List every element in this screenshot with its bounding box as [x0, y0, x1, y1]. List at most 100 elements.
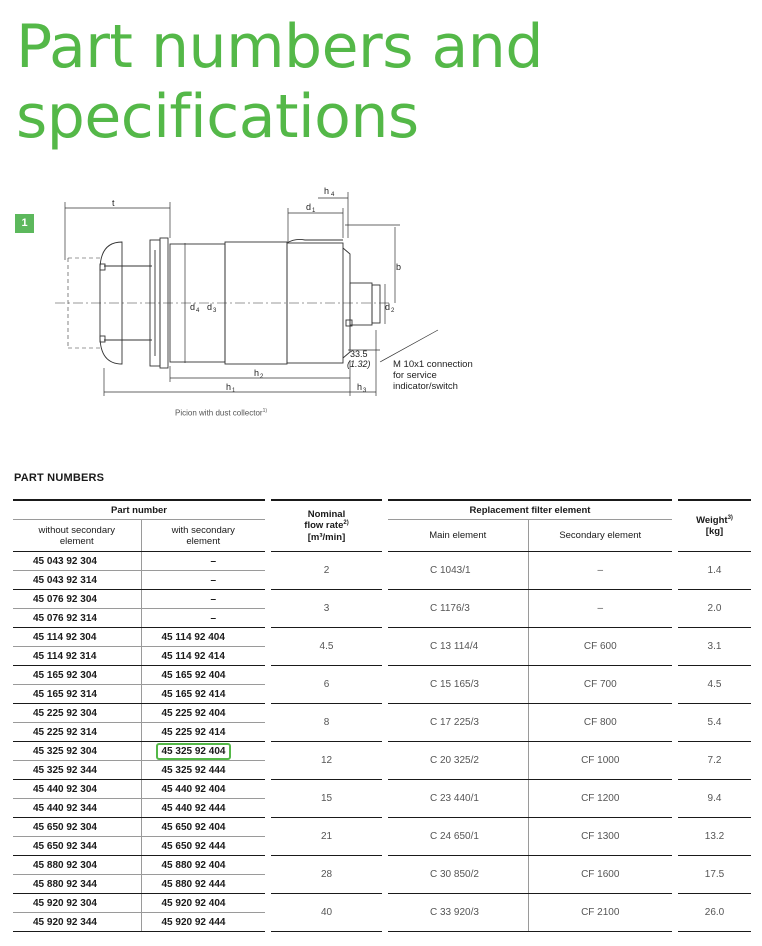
label-h1-sub: 1 — [232, 388, 236, 394]
header-flow-sup: 2) — [343, 520, 349, 527]
header-flow-rate: Nominal flow rate2) [m³/min] — [265, 499, 385, 552]
main-element-cell: C 23 440/1 — [382, 779, 528, 818]
flow-rate-cell: 4.5 — [265, 627, 385, 666]
part-number-text: 45 920 92 304 — [33, 897, 97, 909]
part-number-text: 45 920 92 404 — [161, 897, 226, 909]
weight-cell: 4.5 — [672, 665, 751, 704]
label-d3: d — [207, 302, 212, 312]
secondary-element-cell: CF 2100 — [527, 893, 675, 932]
label-h4-sub: 4 — [331, 192, 335, 198]
main-element-cell: C 20 325/2 — [382, 741, 528, 780]
part-number-without-secondary: 45 114 92 314 — [13, 646, 141, 666]
header-without-2: element — [59, 535, 94, 547]
part-number-with-secondary: 45 165 92 404 — [140, 665, 268, 685]
part-number-without-secondary: 45 440 92 344 — [13, 798, 141, 818]
secondary-element-cell: CF 700 — [527, 665, 675, 704]
label-d2-sub: 2 — [391, 308, 395, 314]
part-number-text: 45 114 92 414 — [161, 650, 225, 662]
part-number-text: 45 650 92 404 — [161, 821, 226, 833]
connection-line-2: for service — [393, 370, 437, 381]
header-without-1: without secondary — [38, 524, 116, 536]
main-element-cell: C 1043/1 — [382, 551, 528, 590]
flow-rate-cell: 15 — [265, 779, 385, 818]
weight-cell: 9.4 — [672, 779, 751, 818]
weight-cell: 26.0 — [672, 893, 751, 932]
table-row: 45 076 92 314– — [13, 608, 751, 628]
main-element-cell: C 13 114/4 — [382, 627, 528, 666]
part-number-without-secondary: 45 225 92 314 — [13, 722, 141, 742]
secondary-element-cell: CF 1000 — [527, 741, 675, 780]
main-element-cell: C 1176/3 — [382, 589, 528, 628]
flow-rate-cell: 3 — [265, 589, 385, 628]
part-number-text: 45 650 92 304 — [33, 821, 97, 833]
part-number-without-secondary: 45 043 92 314 — [13, 570, 141, 590]
table-row: 45 043 92 314 – — [13, 570, 751, 590]
part-number-without-secondary: 45 880 92 304 — [13, 855, 141, 875]
part-number-with-secondary: 45 440 92 444 — [140, 798, 268, 818]
part-number-text: 45 325 92 444 — [161, 764, 226, 776]
flow-rate-cell: 6 — [265, 665, 385, 704]
part-number-text: 45 920 92 444 — [161, 916, 226, 928]
part-number-text: 45 880 92 344 — [33, 878, 97, 890]
table-row: 45 920 92 344 45 920 92 444 — [13, 912, 751, 932]
part-number-text: 45 650 92 344 — [33, 840, 97, 852]
part-number-text: 45 325 92 344 — [33, 764, 97, 776]
part-number-with-secondary: – — [140, 570, 268, 590]
part-number-with-secondary: 45 114 92 404 — [140, 627, 268, 647]
part-number-without-secondary: 45 650 92 344 — [13, 836, 141, 856]
part-number-text: 45 225 92 304 — [33, 707, 97, 719]
main-element-cell: C 15 165/3 — [382, 665, 528, 704]
part-number-with-secondary: 45 325 92 404 — [140, 741, 268, 761]
secondary-element-cell: – — [527, 551, 675, 590]
weight-cell: 13.2 — [672, 817, 751, 856]
part-number-text: 45 043 92 314 — [33, 574, 97, 586]
part-number-text: 45 114 92 404 — [161, 631, 225, 643]
table-row: 45 114 92 314 45 114 92 414 — [13, 646, 751, 666]
header-weight-sup: 3) — [727, 514, 733, 521]
flow-rate-cell: 12 — [265, 741, 385, 780]
part-number-text: 45 440 92 404 — [161, 783, 226, 795]
part-number-text: 45 920 92 344 — [33, 916, 97, 928]
weight-cell: 2.0 — [672, 589, 751, 628]
part-number-with-secondary: 45 650 92 444 — [140, 836, 268, 856]
table-row: 45 325 92 344 45 325 92 444 — [13, 760, 751, 780]
flow-rate-cell: 8 — [265, 703, 385, 742]
label-d4: d — [190, 302, 195, 312]
secondary-element-cell: CF 600 — [527, 627, 675, 666]
header-part-number: Part number — [13, 499, 268, 520]
section-title: PART NUMBERS — [14, 472, 105, 484]
part-number-text: 45 225 92 314 — [33, 726, 97, 738]
part-number-text: 45 325 92 404 — [155, 742, 232, 760]
header-flow-3: [m³/min] — [307, 531, 346, 543]
part-number-text: 45 165 92 314 — [33, 688, 97, 700]
part-number-without-secondary: 45 440 92 304 — [13, 779, 141, 799]
part-number-with-secondary: – — [140, 589, 268, 609]
label-d3-sub: 3 — [213, 308, 217, 314]
header-with-secondary: with secondary element — [140, 519, 268, 552]
header-flow-1: Nominal — [307, 509, 346, 521]
header-replacement: Replacement filter element — [382, 499, 675, 520]
part-number-text: 45 880 92 404 — [161, 859, 226, 871]
connection-line-3: indicator/switch — [393, 381, 458, 392]
label-t: t — [112, 198, 115, 208]
part-number-without-secondary: 45 325 92 304 — [13, 741, 141, 761]
part-number-text: 45 440 92 304 — [33, 783, 97, 795]
table-row: 45 225 92 314 45 225 92 414 — [13, 722, 751, 742]
header-main-element: Main element — [382, 519, 528, 552]
part-number-without-secondary: 45 114 92 304 — [13, 627, 141, 647]
flow-rate-cell: 40 — [265, 893, 385, 932]
main-element-cell: C 17 225/3 — [382, 703, 528, 742]
part-number-text: 45 225 92 414 — [161, 726, 226, 738]
part-number-text: 45 650 92 444 — [161, 840, 226, 852]
weight-cell: 17.5 — [672, 855, 751, 894]
part-number-with-secondary: 45 920 92 404 — [140, 893, 268, 913]
weight-cell: 3.1 — [672, 627, 751, 666]
part-number-text: 45 076 92 314 — [33, 612, 97, 624]
